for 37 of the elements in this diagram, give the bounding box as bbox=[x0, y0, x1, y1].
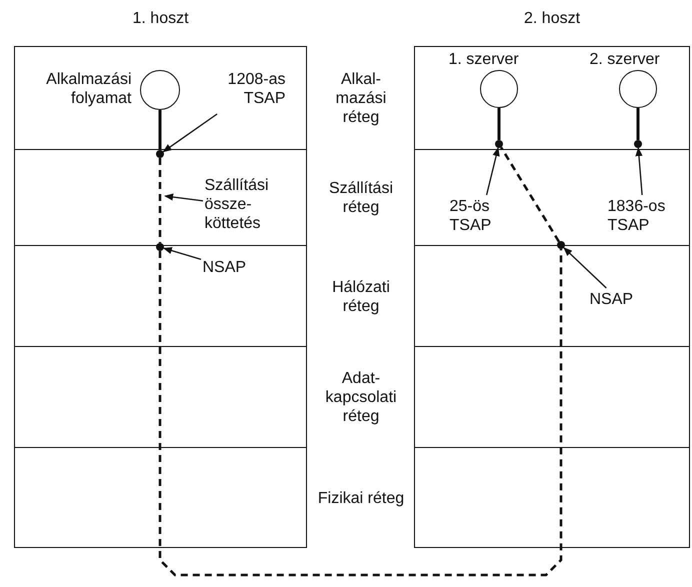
connection-line bbox=[158, 158, 162, 243]
layer-label: Alkal- mazási réteg bbox=[334, 70, 388, 126]
process-label: 1. szerver bbox=[448, 50, 520, 70]
layer-label: Fizikai réteg bbox=[316, 488, 406, 508]
connector-line bbox=[636, 108, 640, 140]
access-point-dot bbox=[556, 240, 564, 248]
process-label: 2. szerver bbox=[590, 50, 661, 70]
callout-text: Szállítási össze- köttetés bbox=[204, 176, 296, 238]
leader-line bbox=[162, 113, 218, 152]
protocol-stack-box bbox=[14, 46, 307, 548]
protocol-stack-box bbox=[414, 46, 690, 548]
layer-label: Szállítási réteg bbox=[328, 179, 394, 217]
access-point-dot bbox=[634, 140, 642, 148]
process-circle bbox=[480, 70, 518, 108]
connector-line bbox=[498, 108, 500, 140]
callout-text: NSAP bbox=[590, 290, 650, 312]
leader-line bbox=[164, 193, 204, 202]
callout-text: 25-ös TSAP bbox=[450, 196, 512, 238]
leader-line bbox=[162, 247, 202, 260]
host-title: 1. hoszt bbox=[132, 10, 189, 28]
layer-label: Adat- kapcsolati réteg bbox=[324, 369, 398, 426]
callout-text: 1836-os TSAP bbox=[608, 196, 680, 238]
layer-label: Hálózati réteg bbox=[331, 278, 391, 316]
access-point-dot bbox=[494, 140, 502, 148]
host-title: 2. hoszt bbox=[524, 10, 580, 28]
leader-line bbox=[635, 147, 643, 196]
process-label: Alkalmazási folyamat bbox=[45, 70, 132, 108]
connection-line bbox=[500, 146, 560, 242]
process-circle bbox=[140, 70, 180, 110]
connection-line bbox=[158, 249, 562, 576]
connector-line bbox=[158, 110, 162, 150]
leader-line bbox=[563, 247, 607, 288]
leader-line bbox=[486, 147, 500, 196]
callout-text: 1208-as TSAP bbox=[214, 70, 286, 112]
access-point-dot bbox=[156, 242, 164, 250]
process-circle bbox=[618, 70, 656, 108]
callout-text: NSAP bbox=[202, 258, 262, 280]
